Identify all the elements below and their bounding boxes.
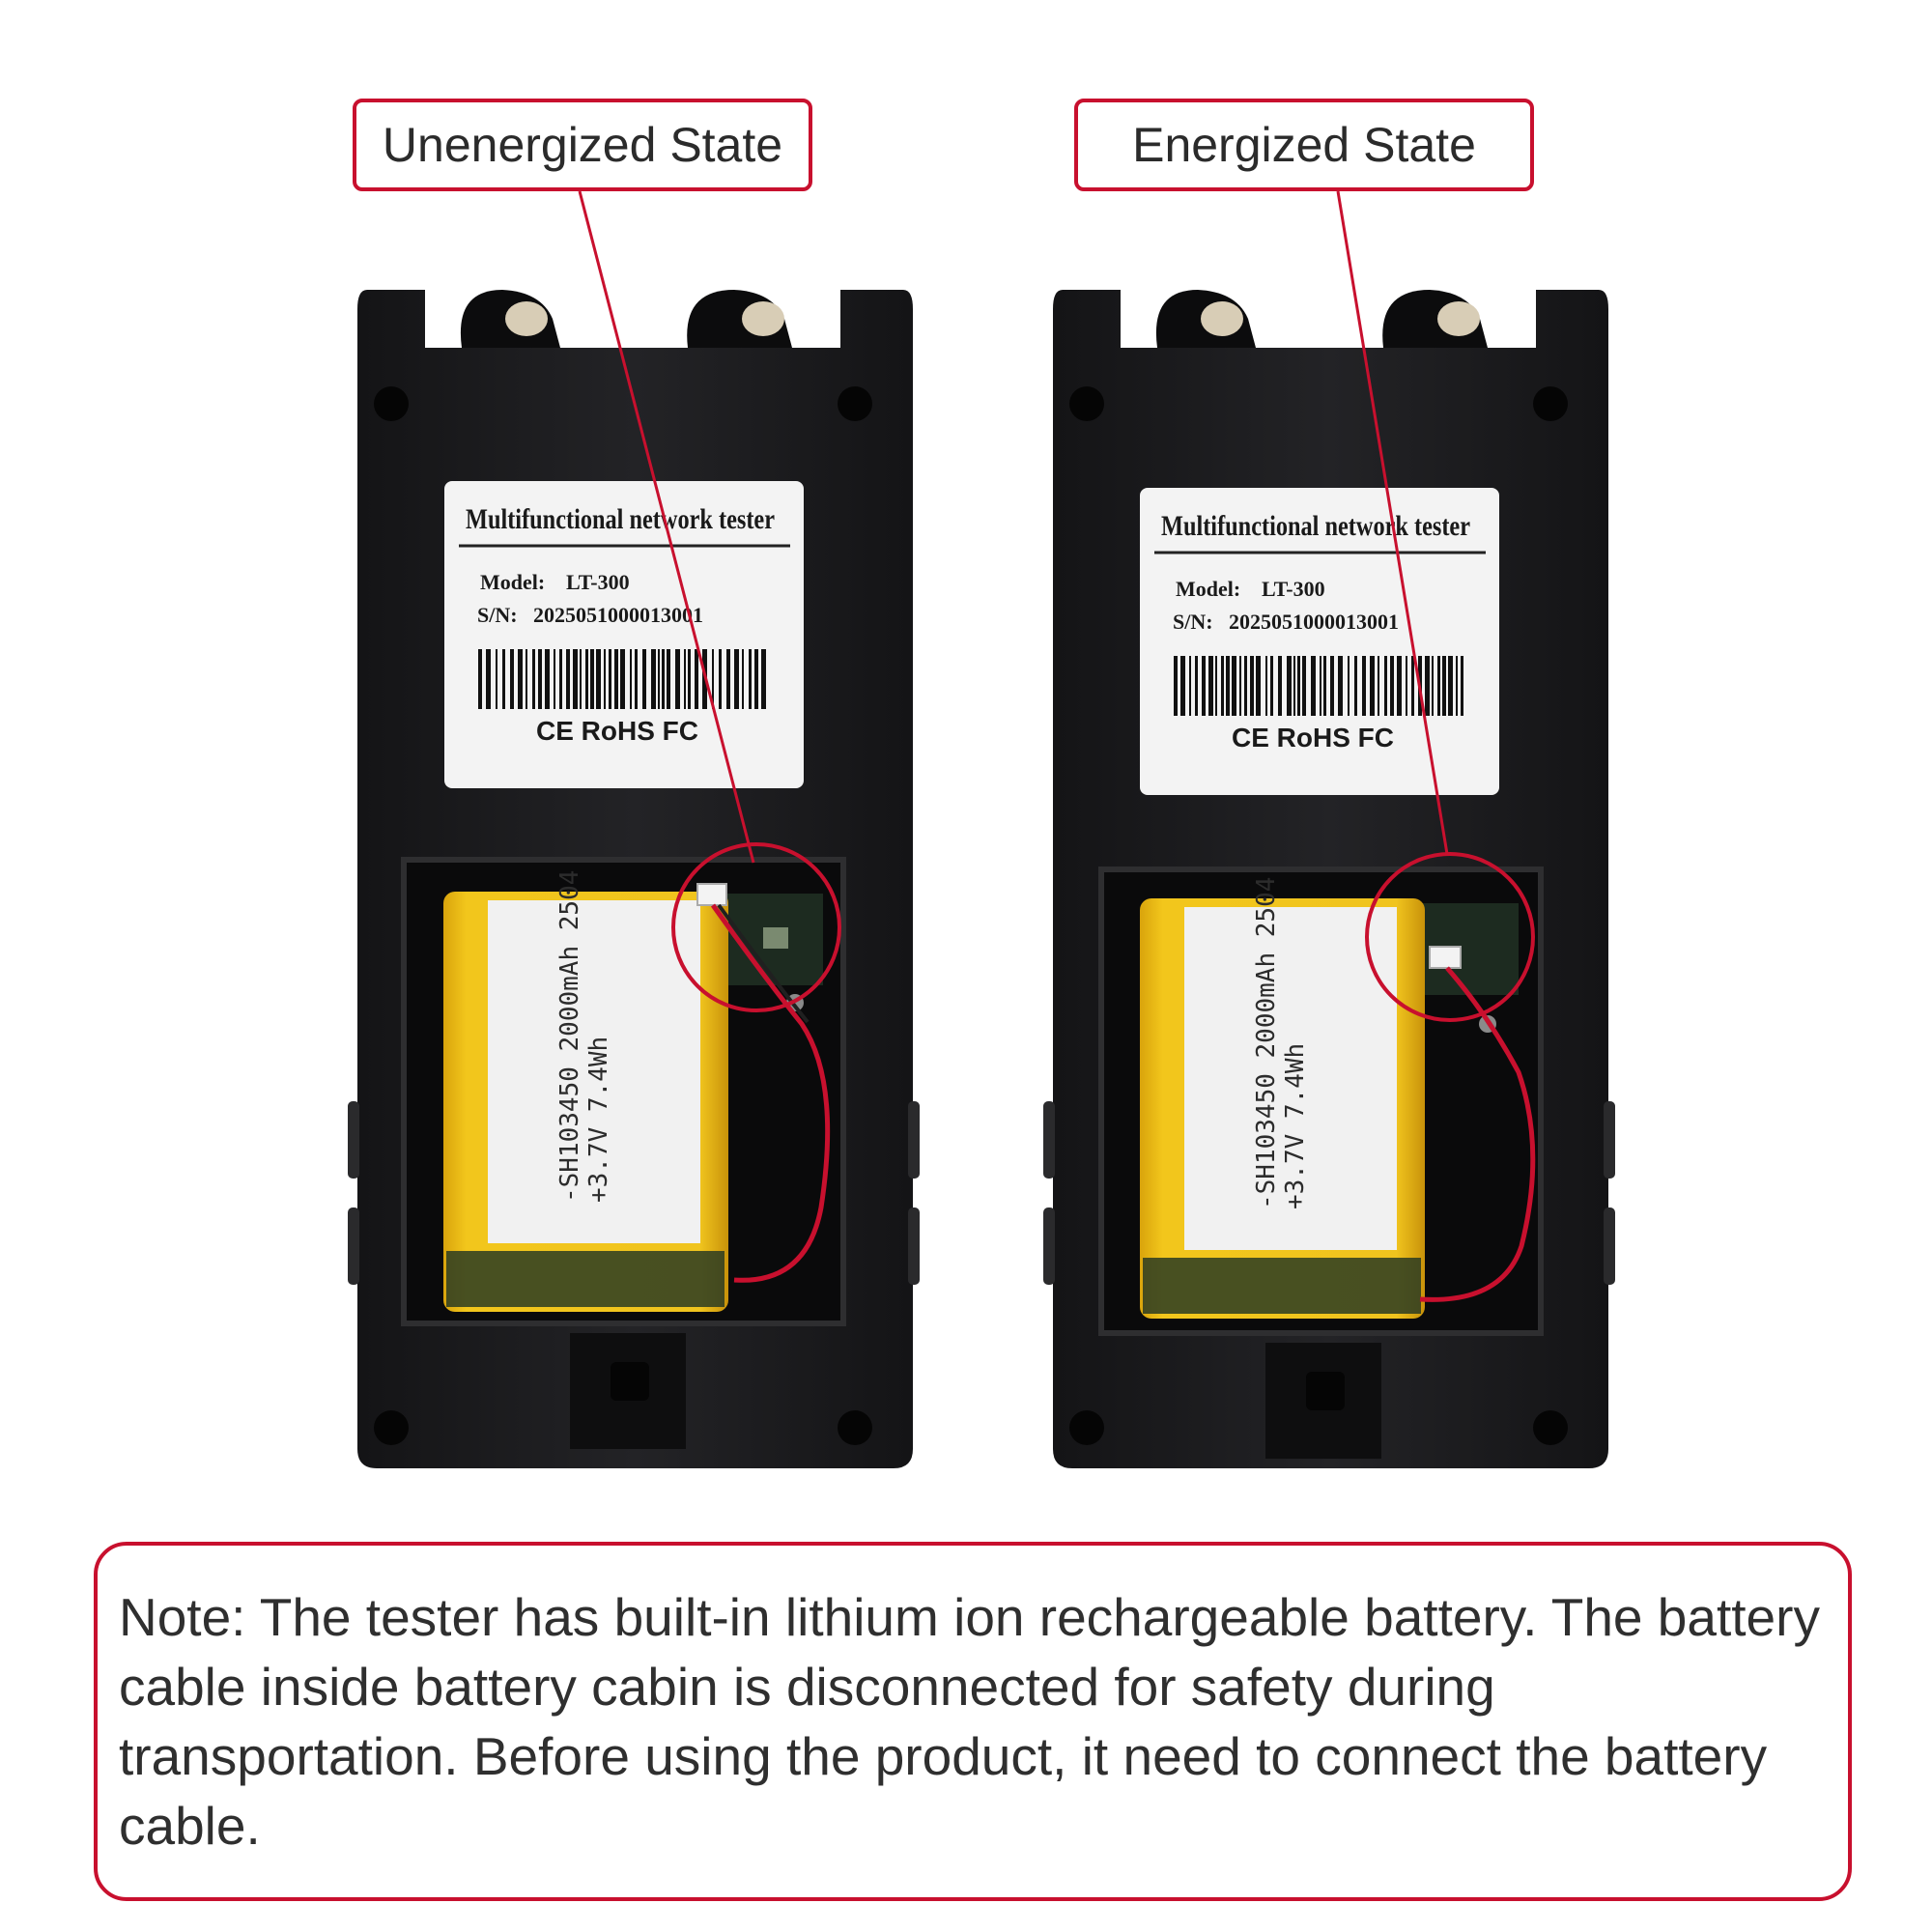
note-text: Note: The tester has built-in lithium io… — [119, 1587, 1820, 1856]
screw-hole-icon — [374, 386, 409, 421]
screw-hole-icon — [1533, 1410, 1568, 1445]
screw-hole-icon — [1533, 386, 1568, 421]
device-right: Multifunctional network tester Model: LT… — [1043, 290, 1615, 1468]
callout-leader-left — [578, 190, 755, 864]
battery-spec-line1: -SH103450 2000mAh 2504 — [1252, 877, 1281, 1209]
battery-pack: -SH103450 2000mAh 2504 +3.7V 7.4Wh — [443, 870, 728, 1312]
battery-spec-line2: +3.7V 7.4Wh — [1281, 1043, 1310, 1209]
model-value: LT-300 — [566, 570, 630, 594]
battery-cabin: -SH103450 2000mAh 2504 +3.7V 7.4Wh — [401, 857, 846, 1326]
battery-plug — [1429, 946, 1462, 969]
energized-state-callout: Energized State — [1074, 99, 1534, 191]
label-title: Multifunctional network tester — [466, 503, 775, 535]
fiber-port-icon — [460, 290, 560, 348]
model-label: Model: — [1176, 577, 1240, 601]
sn-value: 2025051000013001 — [533, 603, 703, 627]
product-label: Multifunctional network tester Model: LT… — [444, 481, 804, 788]
battery-pack: -SH103450 2000mAh 2504 +3.7V 7.4Wh — [1140, 877, 1425, 1319]
battery-plug — [696, 883, 727, 906]
fiber-port-icon — [687, 290, 792, 348]
screw-hole-icon — [1069, 386, 1104, 421]
model-value: LT-300 — [1262, 577, 1325, 601]
screw-hole-icon — [838, 386, 872, 421]
model-label: Model: — [480, 570, 545, 594]
device-left: Multifunctional network tester Model: LT… — [348, 290, 920, 1468]
highlight-circle-left — [671, 842, 841, 1012]
fiber-port-icon — [1155, 290, 1256, 348]
sn-value: 2025051000013001 — [1229, 610, 1399, 634]
label-title: Multifunctional network tester — [1161, 510, 1470, 542]
highlight-circle-right — [1365, 852, 1535, 1022]
battery-spec-line1: -SH103450 2000mAh 2504 — [555, 870, 584, 1203]
battery-cabin: -SH103450 2000mAh 2504 +3.7V 7.4Wh — [1098, 867, 1544, 1336]
sn-label: S/N: — [477, 603, 518, 627]
battery-spec-line2: +3.7V 7.4Wh — [584, 1037, 613, 1203]
screw-hole-icon — [1069, 1410, 1104, 1445]
screw-hole-icon — [838, 1410, 872, 1445]
sn-label: S/N: — [1173, 610, 1213, 634]
unenergized-state-callout: Unenergized State — [353, 99, 812, 191]
screw-hole-icon — [374, 1410, 409, 1445]
cert-marks: CE RoHS FC — [1232, 723, 1394, 753]
product-label: Multifunctional network tester Model: LT… — [1140, 488, 1499, 795]
cert-marks: CE RoHS FC — [536, 716, 698, 746]
safety-note: Note: The tester has built-in lithium io… — [94, 1542, 1852, 1901]
callout-leader-right — [1336, 190, 1449, 855]
fiber-port-icon — [1382, 290, 1488, 348]
